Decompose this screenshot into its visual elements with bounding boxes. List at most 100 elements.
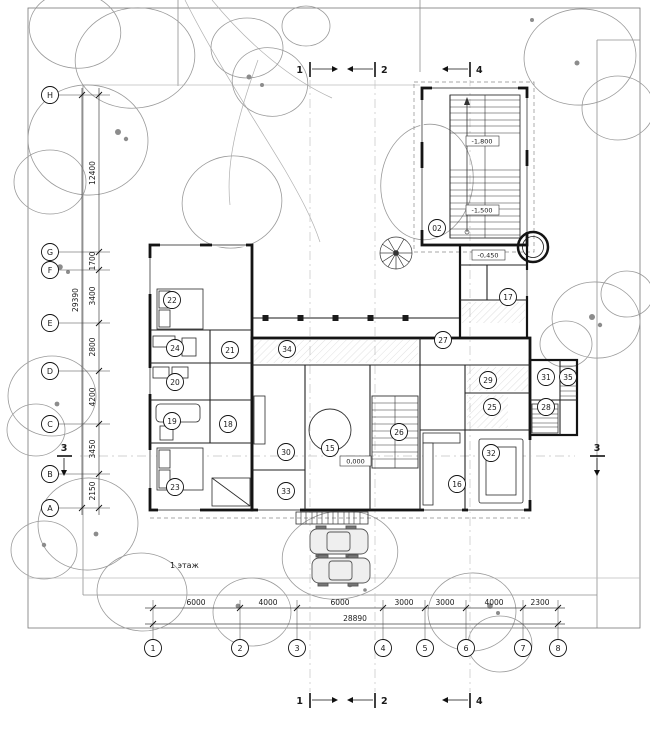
section-marker-bottom-1: 1 — [296, 693, 338, 708]
room-marker-26: 26 — [390, 423, 408, 441]
room-marker-17: 17 — [499, 288, 517, 306]
svg-text:27: 27 — [438, 336, 448, 345]
windows — [148, 86, 532, 512]
grid-row-C: C — [47, 420, 53, 429]
svg-text:25: 25 — [487, 403, 497, 412]
tile-hatch-room29 — [467, 367, 528, 391]
grid-col-5: 5 — [422, 644, 427, 653]
svg-text:23: 23 — [170, 483, 180, 492]
grid-col-6: 6 — [463, 644, 468, 653]
cars — [309, 525, 371, 587]
svg-text:15: 15 — [325, 444, 335, 453]
section-marker-left-3: 3 — [57, 443, 72, 476]
dim-left-total: 29390 — [71, 288, 80, 312]
room-marker-33: 33 — [277, 482, 295, 500]
svg-text:19: 19 — [167, 417, 177, 426]
svg-text:-0,450: -0,450 — [478, 252, 499, 260]
room-marker-28: 28 — [537, 398, 555, 416]
level-label-1500: -1,500 — [465, 204, 500, 216]
grid-row-A: A — [47, 504, 53, 513]
room-marker-20: 20 — [166, 373, 184, 391]
room-marker-35: 35 — [559, 368, 577, 386]
dim-bottom-2: 6000 — [330, 598, 349, 607]
level-label-0000: 0,000 — [339, 455, 372, 467]
left-dim-chain — [58, 88, 110, 515]
svg-text:4: 4 — [476, 65, 483, 76]
grid-col-7: 7 — [520, 644, 525, 653]
svg-text:22: 22 — [167, 296, 177, 305]
spiral-stair — [379, 236, 413, 270]
room-marker-27: 27 — [434, 331, 452, 349]
dim-bottom-5: 4000 — [484, 598, 503, 607]
section-marker-top-4: 4 — [442, 62, 483, 77]
svg-text:21: 21 — [225, 346, 235, 355]
bottom-dim-texts: 6000 4000 6000 3000 3000 4000 2300 28890 — [186, 598, 549, 623]
section-marker-right-3: 3 — [590, 443, 605, 476]
svg-text:3: 3 — [61, 443, 68, 454]
grid-row-G: G — [47, 248, 53, 257]
svg-text:31: 31 — [541, 373, 551, 382]
svg-text:20: 20 — [170, 378, 180, 387]
dim-bottom-4: 3000 — [435, 598, 454, 607]
room-marker-24: 24 — [166, 339, 184, 357]
svg-text:1: 1 — [296, 65, 303, 76]
grid-row-F: F — [48, 266, 53, 275]
room-marker-34: 34 — [278, 340, 296, 358]
entry-mat-hatch — [462, 302, 525, 323]
svg-text:34: 34 — [282, 345, 292, 354]
room-marker-16: 16 — [448, 475, 466, 493]
grid-row-B: B — [47, 470, 53, 479]
grid-col-8: 8 — [555, 644, 560, 653]
dim-left-5: 3450 — [88, 439, 97, 458]
section-marker-top-1: 1 — [296, 62, 338, 77]
svg-text:24: 24 — [170, 344, 180, 353]
room-marker-15: 15 — [321, 439, 339, 457]
floor-label: 1 этаж — [170, 561, 199, 570]
room-marker-21: 21 — [221, 341, 239, 359]
room-marker-19: 19 — [163, 412, 181, 430]
svg-text:4: 4 — [476, 696, 483, 707]
bottom-grid-bubbles: 1 2 3 4 5 6 7 8 — [144, 639, 567, 657]
svg-text:-1,500: -1,500 — [472, 207, 493, 215]
dim-left-3: 2800 — [88, 337, 97, 356]
round-bay — [516, 230, 550, 264]
car-1 — [309, 525, 369, 558]
grid-row-H: H — [47, 91, 53, 100]
svg-text:30: 30 — [281, 448, 291, 457]
level-labels: -1,800 -1,500 -0,450 0,000 — [339, 135, 506, 467]
grid-col-3: 3 — [294, 644, 299, 653]
grid-col-2: 2 — [237, 644, 242, 653]
dim-bottom-total: 28890 — [343, 614, 367, 623]
svg-text:28: 28 — [541, 403, 551, 412]
room-markers: 22 24 21 20 19 18 23 34 30 33 15 26 27 2… — [163, 219, 577, 500]
room-marker-31: 31 — [537, 368, 555, 386]
porch-colonnade — [252, 315, 460, 321]
svg-text:26: 26 — [394, 428, 404, 437]
level-label-0450: -0,450 — [471, 249, 506, 261]
svg-text:18: 18 — [223, 420, 233, 429]
dim-left-2: 3400 — [88, 286, 97, 305]
room-marker-25: 25 — [483, 398, 501, 416]
svg-text:29: 29 — [483, 376, 493, 385]
svg-text:0,000: 0,000 — [346, 458, 365, 466]
svg-text:-1,800: -1,800 — [472, 138, 493, 146]
section-marker-top-2: 2 — [347, 62, 388, 77]
room-marker-29: 29 — [479, 371, 497, 389]
dim-left-0: 12400 — [88, 161, 97, 185]
dim-bottom-0: 6000 — [186, 598, 205, 607]
svg-text:17: 17 — [503, 293, 513, 302]
svg-text:2: 2 — [381, 696, 388, 707]
stair-wing — [449, 94, 521, 239]
room-marker-23: 23 — [166, 478, 184, 496]
room-marker-30: 30 — [277, 443, 295, 461]
svg-text:35: 35 — [563, 373, 573, 382]
dim-bottom-1: 4000 — [258, 598, 277, 607]
svg-text:32: 32 — [486, 449, 496, 458]
dim-left-1: 1700 — [88, 251, 97, 270]
svg-text:3: 3 — [594, 443, 601, 454]
left-grid-bubbles: H G F E D C B A — [41, 86, 59, 517]
entry-steps-south — [295, 511, 369, 525]
room-marker-18: 18 — [219, 415, 237, 433]
room-marker-22: 22 — [163, 291, 181, 309]
dim-bottom-6: 2300 — [530, 598, 549, 607]
